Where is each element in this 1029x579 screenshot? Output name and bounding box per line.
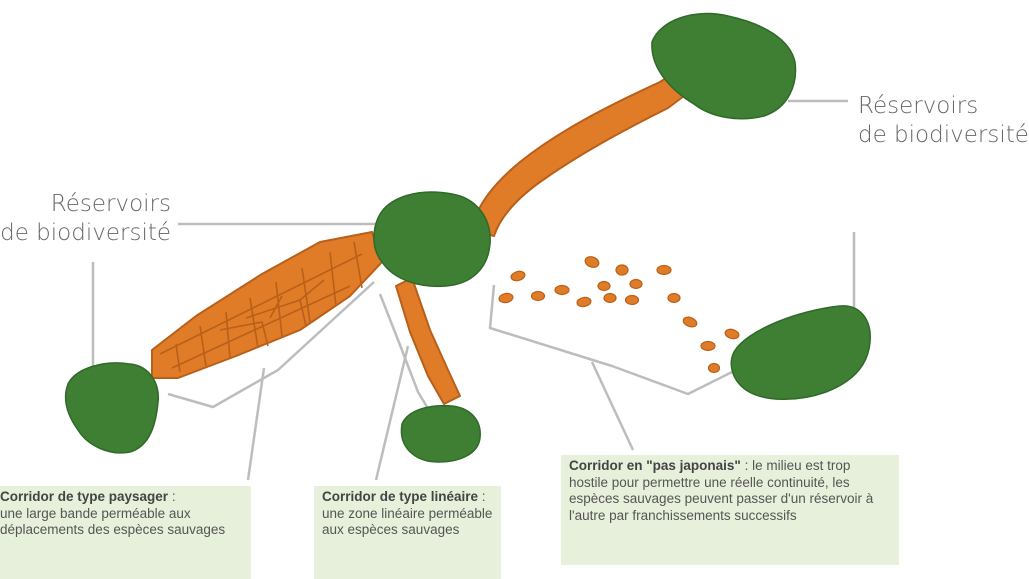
reservoir-bottom-right [731, 306, 870, 399]
reservoirs-label-right-line1: Réservoirs [858, 92, 1029, 121]
reservoirs-label-left-line2: de biodiversité [0, 219, 171, 248]
stepping-stone [616, 265, 628, 275]
caption-landscape-corridor-title: Corridor de type paysager [0, 489, 168, 504]
stepping-stone [510, 270, 526, 282]
reservoirs-label-left: Réservoirs de biodiversité [0, 190, 171, 248]
stepping-stone [576, 296, 591, 307]
stepping-stone [701, 342, 715, 351]
stepping-stone [598, 282, 610, 291]
linear-corridor-top [470, 62, 700, 236]
caption-stepping-stone-corridor-title: Corridor en "pas japonais" [569, 458, 741, 473]
caption-landscape-corridor-separator: : [168, 489, 176, 504]
reservoirs-label-right-line2: de biodiversité [858, 121, 1029, 150]
stepping-stone [555, 286, 569, 295]
reservoirs-label-right: Réservoirs de biodiversité [858, 92, 1029, 150]
reservoir-bottom-center [401, 406, 480, 462]
caption-landscape-corridor: Corridor de type paysager : une large ban… [0, 486, 251, 579]
stepping-stone [498, 292, 513, 303]
reservoirs-label-left-line1: Réservoirs [0, 190, 171, 219]
stepping-stone [626, 296, 639, 305]
caption-linear-corridor: Corridor de type linéaire : une zone lin… [314, 486, 501, 579]
stepping-stone [682, 315, 698, 328]
stepping-stone [657, 266, 671, 275]
leader-line-japonais [592, 362, 633, 450]
stepping-stone [604, 294, 616, 303]
stepping-stone [724, 328, 740, 340]
stepping-stone [630, 280, 642, 289]
reservoir-bottom-left [66, 363, 159, 453]
stepping-stone [532, 292, 545, 301]
stepping-stones [498, 255, 740, 373]
bracket-japonais [490, 285, 740, 394]
linear-corridor-bottom [396, 278, 460, 404]
stepping-stone [668, 294, 680, 303]
caption-linear-corridor-title: Corridor de type linéaire [322, 489, 478, 504]
caption-linear-corridor-text: une zone linéaire perméable aux espèces … [322, 506, 492, 538]
reservoir-center [374, 192, 490, 286]
stepping-stone [584, 255, 601, 269]
leader-line-lineaire [376, 346, 408, 480]
caption-stepping-stone-corridor-separator: : [741, 458, 752, 473]
caption-stepping-stone-corridor: Corridor en "pas japonais" : le milieu e… [561, 455, 899, 565]
caption-landscape-corridor-text: une large bande perméable aux déplacemen… [0, 506, 225, 538]
stepping-stone [709, 364, 720, 373]
caption-linear-corridor-separator: : [478, 489, 486, 504]
